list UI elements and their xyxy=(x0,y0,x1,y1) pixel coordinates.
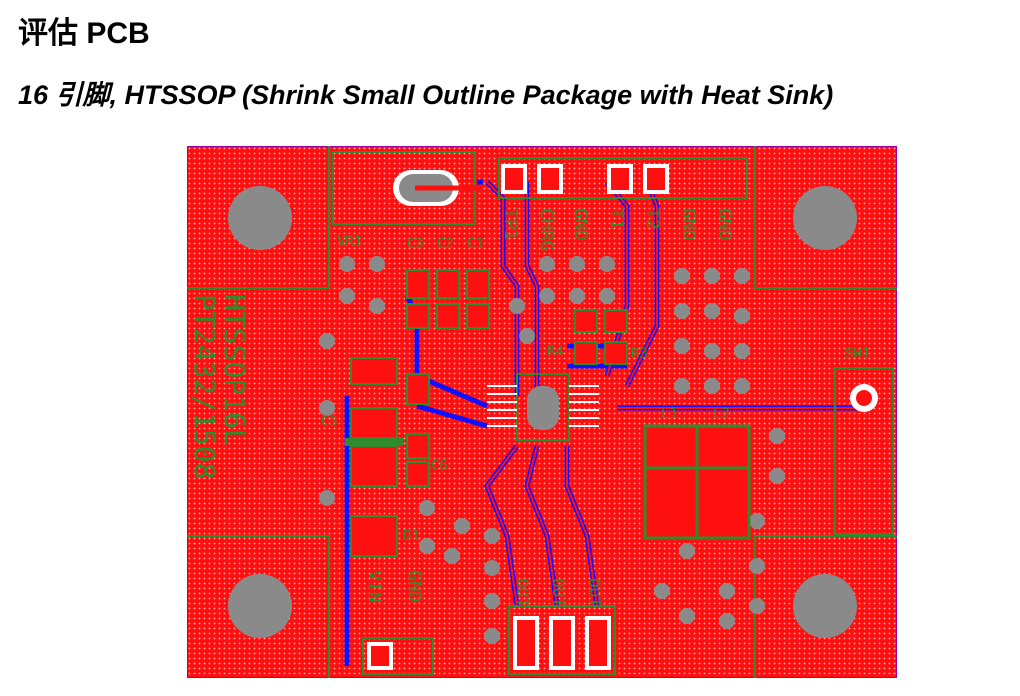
label-r3: R3 xyxy=(631,346,648,362)
top-labels: TP1 CHRG GND T1 T2 GND GND xyxy=(500,208,735,251)
top-header-pads xyxy=(501,164,669,194)
top-label: CHRG xyxy=(536,208,557,251)
ic-leads xyxy=(487,385,599,427)
bottom-left-outline xyxy=(362,637,434,675)
mounting-holes xyxy=(228,186,857,638)
out-label: OUT xyxy=(549,578,568,607)
sw1-outline xyxy=(834,367,894,535)
label-c1: C1 xyxy=(467,236,484,252)
top-label: TP1 xyxy=(500,208,521,241)
top-label: T1 xyxy=(606,208,627,230)
bottom-out-outline xyxy=(508,605,616,675)
label-c3: C3 xyxy=(407,236,424,252)
resistor-pads xyxy=(574,309,628,365)
top-header-outline xyxy=(498,157,748,199)
out-label: OUT xyxy=(585,578,604,607)
pcb-board: HTSSOP16L PT2432/1508 VR1 C3 C2 C1 R4 R3… xyxy=(187,146,897,678)
bottom-out-pads xyxy=(513,616,611,670)
label-sw1: SW1 xyxy=(845,346,870,362)
corner-outlines xyxy=(187,146,897,678)
cap-pads xyxy=(406,269,490,329)
left-components xyxy=(350,357,430,557)
page-subtitle: 16 引脚, HTSSOP (Shrink Small Outline Pack… xyxy=(18,80,834,110)
label-r4: R4 xyxy=(547,344,564,360)
top-label: GND xyxy=(678,208,699,241)
label-d1: D1 xyxy=(403,528,420,544)
out-label: OUT xyxy=(513,578,532,607)
board-text-2: PT2432/1508 xyxy=(188,294,221,479)
label-l2: L2 xyxy=(713,406,730,422)
label-c2: C2 xyxy=(437,236,454,252)
inductors xyxy=(643,424,751,540)
label-gnd-bottom: GND xyxy=(404,570,425,603)
label-l1: L1 xyxy=(661,406,678,422)
label-vr1: VR1 xyxy=(337,234,362,250)
top-label: GND xyxy=(714,208,735,241)
via-field xyxy=(319,256,785,644)
ic-body xyxy=(516,373,570,441)
top-label: T2 xyxy=(642,208,663,230)
page-title: 评估 PCB xyxy=(18,17,150,50)
label-c6: C6 xyxy=(431,458,448,474)
label-vin: VIN xyxy=(364,570,385,603)
top-label: GND xyxy=(570,208,591,241)
board-text-1: HTSSOP16L xyxy=(218,294,251,446)
label-c5: C5 xyxy=(321,414,338,430)
